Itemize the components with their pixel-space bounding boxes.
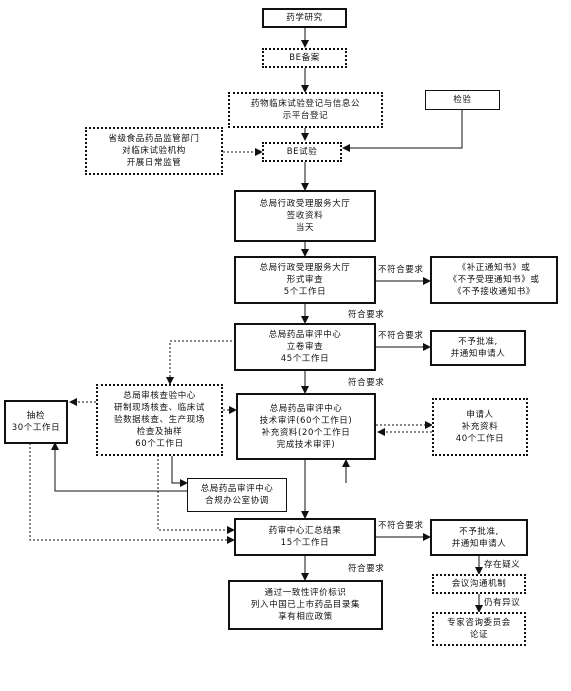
node-text-line: 5个工作日 <box>283 287 327 297</box>
node-text-line: 签收资料 <box>286 211 324 221</box>
node-text-line: 总局审核查验中心 <box>123 391 196 401</box>
node-text-line: 并通知申请人 <box>450 349 506 359</box>
node-text-line: 总局药品审评中心 <box>268 330 342 340</box>
node-text-line: 45个工作日 <box>280 354 330 364</box>
node-text-line: 补充资料(20个工作日 <box>261 427 351 438</box>
node-text-line: 药物临床试验登记与信息公 <box>250 99 361 109</box>
node-text-line: 享有相应政策 <box>278 612 333 622</box>
node-text-line: 通过一致性评价标识 <box>264 588 347 598</box>
node-text-line: 40个工作日 <box>455 434 505 444</box>
line-coordination-to-sampling <box>51 442 187 492</box>
node-text-line: 专家咨询委员会 <box>447 618 511 628</box>
node-applicant-supplement: 申请人补充资料 40个工作日 <box>432 398 528 456</box>
node-text-line: 申请人 <box>466 410 494 420</box>
node-text-line: 总局行政受理服务大厅 <box>259 263 351 273</box>
node-text-line: 60个工作日 <box>135 439 184 449</box>
node-text-line: 技术审评(60个工作日) <box>259 415 353 426</box>
node-text-line: 药学研究 <box>286 13 323 23</box>
node-coordination: 总局药品审评中心合规办公室协调 <box>187 478 287 512</box>
node-text-line: 论证 <box>469 630 489 640</box>
node-be-trial: BE试验 <box>262 142 342 162</box>
node-summary: 药审中心汇总结果 15个工作日 <box>234 518 376 556</box>
node-text-line: 15个工作日 <box>280 538 330 548</box>
node-technical-review: 总局药品审评中心技术审评(60个工作日)补充资料(20个工作日完成技术审评) <box>236 393 376 460</box>
dotted-line-sampling-to-summary <box>29 443 235 544</box>
node-text-line: 不予批准, <box>459 526 499 537</box>
label-meet-formal: 符合要求 <box>348 310 385 320</box>
node-text-line: 《不予受理通知书》或 <box>448 275 540 285</box>
node-text-line: 《补正通知书》或 <box>457 263 531 273</box>
node-expert-committee: 专家咨询委员会论证 <box>432 612 526 646</box>
node-reject-notify-2: 不予批准,并通知申请人 <box>430 519 528 556</box>
node-text-line: 完成技术审评) <box>276 439 336 450</box>
label-meet-summary: 符合要求 <box>348 564 385 574</box>
node-text-line: 当天 <box>295 223 315 233</box>
dotted-arrow-case-to-inspection-center <box>166 340 236 385</box>
node-text-line: 立卷审查 <box>286 342 324 352</box>
node-text-line: 省级食品药品监管部门 <box>108 134 200 144</box>
label-not-meet-summary: 不符合要求 <box>378 521 424 531</box>
node-text-line: 合规办公室协调 <box>205 496 269 506</box>
node-text-line: 补充资料 <box>461 422 499 432</box>
node-text-line: 抽检 <box>26 411 46 421</box>
node-receive-materials: 总局行政受理服务大厅签收资料当天 <box>234 190 376 242</box>
node-text-line: 检查及抽样 <box>136 427 183 437</box>
node-pharma-research: 药学研究 <box>262 8 347 28</box>
node-text-line: 列入中国已上市药品目录集 <box>250 600 361 610</box>
arrow-inspection-to-be-trial <box>342 110 463 152</box>
node-provincial-supervision: 省级食品药品监管部门对临床试验机构开展日常监管 <box>85 127 223 175</box>
node-reject-notify-1: 不予批准, 并通知申请人 <box>430 330 526 366</box>
node-case-review: 总局药品审评中心立卷审查 45个工作日 <box>234 323 376 371</box>
node-meeting: 会议沟通机制 <box>432 574 526 594</box>
node-supplement-notice: 《补正通知书》或《不予受理通知书》或《不予接收通知书》 <box>430 256 558 304</box>
node-text-line: 总局药品审评中心 <box>200 484 274 494</box>
node-text-line: 总局药品审评中心 <box>269 403 343 414</box>
node-text-line: BE试验 <box>286 147 318 157</box>
label-not-meet-case: 不符合要求 <box>378 331 424 341</box>
node-inspection: 检验 <box>425 90 500 110</box>
label-objection: 仍有异议 <box>484 598 521 608</box>
node-inspection-center: 总局审核查验中心研制现场核查、临床试验数据核查、生产现场检查及抽样 60个工作日 <box>96 384 223 456</box>
label-meet-case: 符合要求 <box>348 378 385 388</box>
node-text-line: 总局行政受理服务大厅 <box>259 199 351 209</box>
node-text-line: 会议沟通机制 <box>451 579 507 589</box>
node-text-line: 检验 <box>453 95 472 105</box>
node-text-line: 《不予接收通知书》 <box>453 287 535 297</box>
node-be-filing: BE备案 <box>262 48 347 68</box>
node-text-line: 示平台登记 <box>282 111 329 121</box>
node-text-line: 形式审查 <box>286 275 324 285</box>
node-text-line: 不予批准, <box>458 337 498 347</box>
node-text-line: 研制现场核查、临床试 <box>113 403 205 413</box>
node-text-line: 开展日常监管 <box>126 158 182 168</box>
label-dispute: 存在疑义 <box>484 560 521 570</box>
line-inspection-center-to-coordination <box>171 455 188 487</box>
node-text-line: BE备案 <box>289 53 320 63</box>
node-formal-review: 总局行政受理服务大厅形式审查 5个工作日 <box>234 256 376 304</box>
node-text-line: 对临床试验机构 <box>122 146 186 156</box>
node-text-line: 30个工作日 <box>11 423 61 433</box>
node-text-line: 并通知申请人 <box>451 538 507 549</box>
node-text-line: 药审中心汇总结果 <box>268 526 342 536</box>
label-not-meet-formal: 不符合要求 <box>378 265 424 275</box>
node-sampling: 抽检 30个工作日 <box>4 400 68 444</box>
node-result-listing: 通过一致性评价标识列入中国已上市药品目录集享有相应政策 <box>228 580 383 630</box>
dotted-line-inspection-center-to-summary <box>157 455 235 534</box>
node-trial-registration: 药物临床试验登记与信息公示平台登记 <box>228 92 383 128</box>
node-text-line: 验数据核查、生产现场 <box>113 415 205 425</box>
